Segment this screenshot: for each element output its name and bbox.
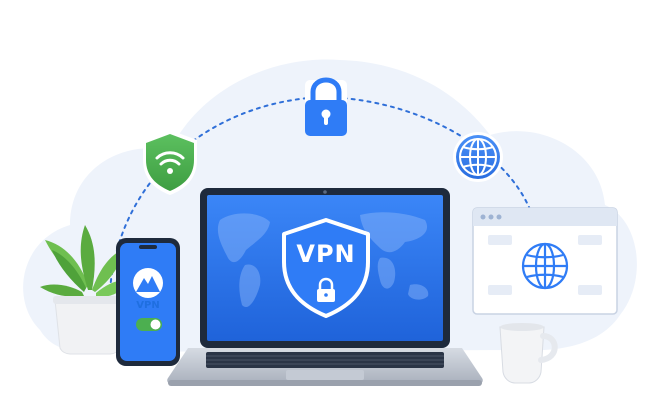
wifi-shield-icon [143, 130, 197, 195]
vpn-toggle[interactable] [136, 318, 162, 331]
laptop-device [167, 188, 483, 386]
lock-icon [305, 77, 347, 136]
phone-device [116, 238, 180, 366]
world-map [217, 212, 429, 308]
browser-globe-icon [472, 207, 618, 315]
shield-lock-icon [317, 277, 335, 302]
mug-icon [499, 323, 558, 384]
touchpad [286, 370, 364, 380]
vpn-shield-icon [282, 218, 370, 318]
mountain-logo-icon [133, 268, 163, 298]
globe-icon [453, 132, 503, 182]
